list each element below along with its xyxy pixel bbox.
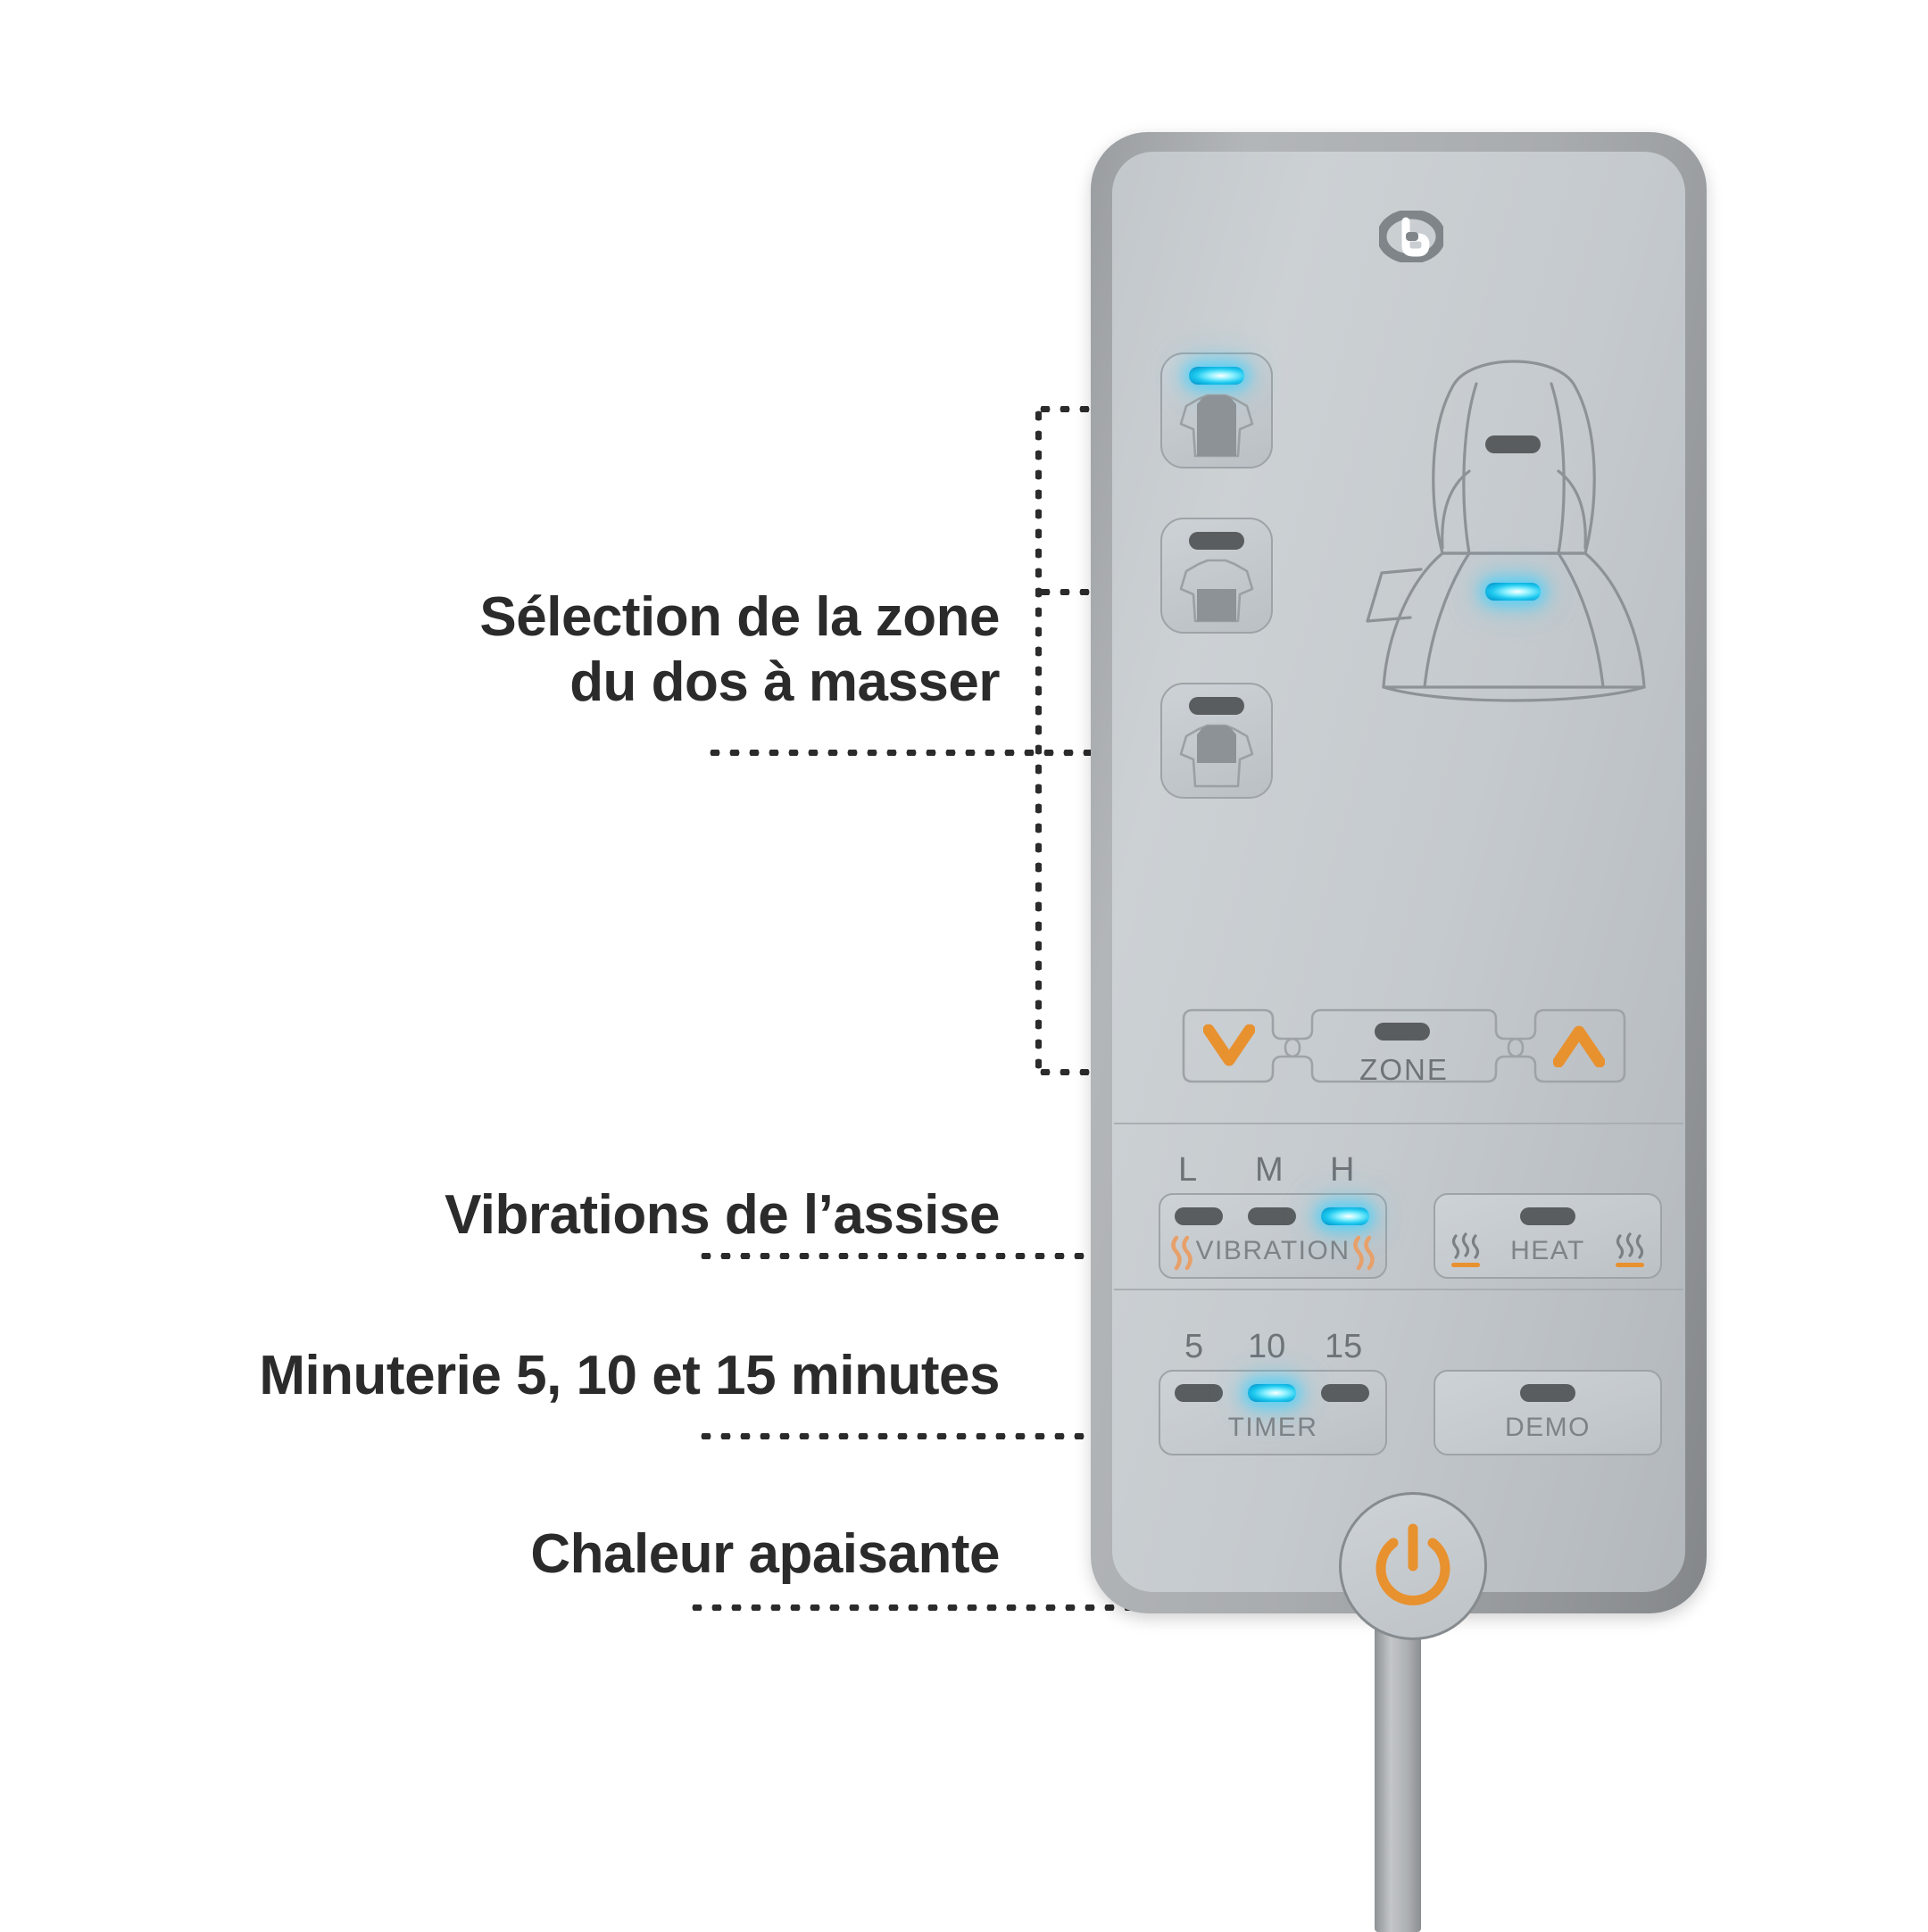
zone-label: ZONE: [1359, 1053, 1449, 1086]
zone-rocker-row: ZONE: [1176, 1007, 1632, 1086]
zone-led: [1375, 1023, 1430, 1041]
zone-button-full-back[interactable]: [1160, 352, 1273, 468]
vibration-led-medium: [1248, 1207, 1296, 1225]
heat-label: HEAT: [1510, 1236, 1585, 1265]
leader-zone-bracket-spine: [1035, 406, 1042, 1074]
leader-zone-button-3: [705, 750, 1232, 756]
timer-tick-10: 10: [1248, 1328, 1286, 1365]
demo-label: DEMO: [1505, 1413, 1591, 1442]
torso-lower-back-icon: [1179, 559, 1254, 623]
zone-button-2-led: [1189, 532, 1244, 550]
demo-button[interactable]: DEMO: [1434, 1370, 1662, 1455]
timer-led-5: [1175, 1384, 1223, 1402]
power-button[interactable]: [1339, 1492, 1487, 1640]
zone-button-1-led: [1189, 367, 1244, 385]
zone-up-chevron-icon[interactable]: [1553, 1024, 1605, 1067]
timer-label: TIMER: [1227, 1413, 1318, 1442]
chair-seat-led: [1485, 583, 1541, 601]
chair-diagram: [1335, 330, 1692, 714]
zone-button-upper-back[interactable]: [1160, 683, 1273, 799]
vibration-waves-right-icon: [1353, 1235, 1375, 1271]
zone-button-lower-back[interactable]: [1160, 518, 1273, 634]
vibration-tick-l: L: [1178, 1151, 1198, 1189]
annotation-heat: Chaleur apaisante: [530, 1523, 1000, 1585]
zone-down-chevron-icon[interactable]: [1203, 1024, 1255, 1067]
vibration-tick-m: M: [1255, 1151, 1284, 1189]
vibration-tick-h: H: [1330, 1151, 1355, 1189]
vibration-waves-left-icon: [1171, 1235, 1193, 1271]
chair-backrest-led: [1485, 435, 1541, 453]
heat-button[interactable]: HEAT: [1434, 1193, 1662, 1279]
vibration-button[interactable]: VIBRATION: [1159, 1193, 1387, 1279]
heat-waves-left-icon: [1451, 1232, 1480, 1267]
panel-divider-1: [1114, 1123, 1683, 1124]
annotation-timer: Minuterie 5, 10 et 15 minutes: [259, 1345, 1000, 1406]
leader-timer: [696, 1433, 1214, 1439]
zone-button-3-led: [1189, 697, 1244, 715]
remote-control-body: [1091, 132, 1707, 1613]
heat-led: [1520, 1207, 1575, 1225]
leader-vibration: [696, 1253, 1214, 1259]
vibration-led-low: [1175, 1207, 1223, 1225]
panel-divider-2: [1114, 1289, 1683, 1290]
demo-led: [1520, 1384, 1575, 1402]
annotation-zone-selection: Sélection de la zone du dos à masser: [479, 586, 1000, 714]
timer-led-10: [1248, 1384, 1296, 1402]
timer-tick-15: 15: [1325, 1328, 1363, 1365]
vibration-led-high: [1321, 1207, 1369, 1225]
torso-full-back-icon: [1179, 394, 1254, 458]
leader-heat-horizontal: [687, 1604, 1223, 1611]
power-icon: [1375, 1523, 1450, 1605]
heat-waves-right-icon: [1616, 1232, 1644, 1267]
timer-led-15: [1321, 1384, 1369, 1402]
annotation-seat-vibration: Vibrations de l’assise: [445, 1184, 1000, 1246]
timer-button[interactable]: TIMER: [1159, 1370, 1387, 1455]
torso-upper-back-icon: [1179, 724, 1254, 788]
timer-tick-5: 5: [1184, 1328, 1204, 1365]
brand-b-logo: [1376, 209, 1446, 264]
vibration-label: VIBRATION: [1195, 1236, 1350, 1265]
remote-cable: [1375, 1602, 1421, 1932]
